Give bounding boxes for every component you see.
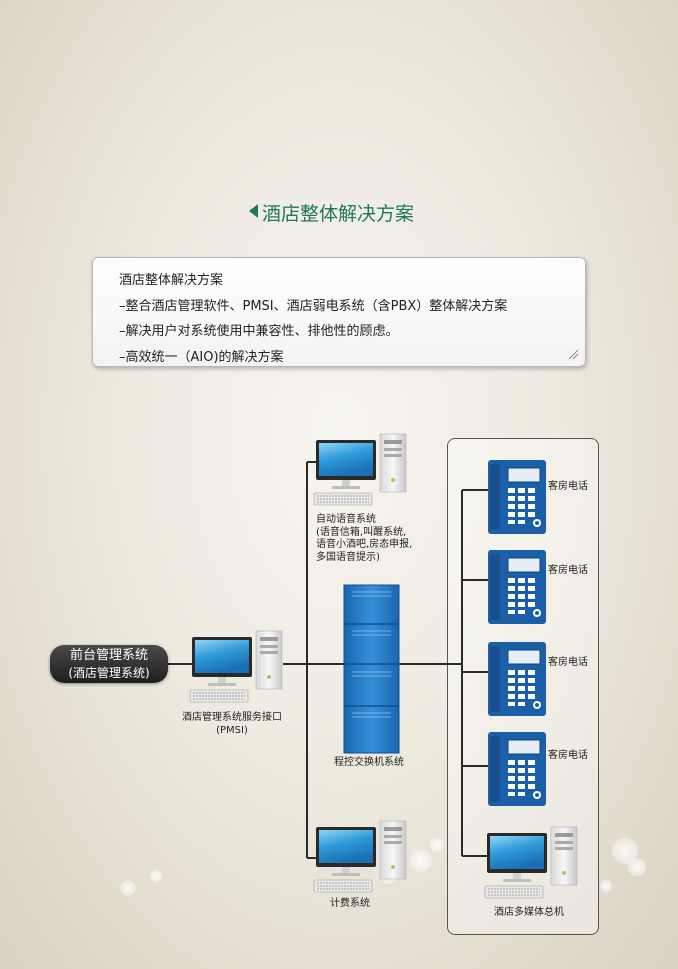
pmsi-computer-icon: [189, 630, 283, 703]
pbx-label: 程控交换机系统: [334, 757, 404, 768]
page-title: 酒店整体解决方案: [262, 203, 415, 225]
billing-label: 计费系统: [330, 898, 370, 909]
voice-system-line: (语音信箱,叫醒系统,: [316, 526, 407, 538]
title-arrow-icon: [249, 204, 258, 218]
bokeh-decoration: [150, 870, 162, 882]
bokeh-decoration: [628, 858, 646, 876]
multimedia-computer-icon: [484, 826, 578, 899]
front-desk-system: 前台管理系统 (酒店管理系统): [50, 645, 168, 683]
voice-system-line: 语音小酒吧,房态申报,: [316, 539, 413, 550]
description-line: –整合酒店管理软件、PMSI、酒店弱电系统（含PBX）整体解决方案: [119, 298, 508, 314]
room-phone-icon: [487, 731, 547, 807]
bokeh-decoration: [120, 880, 136, 896]
billing-computer-icon: [313, 820, 407, 893]
voice-system-label: 自动语音系统 (语音信箱,叫醒系统, 语音小酒吧,房态申报, 多国语音提示): [316, 514, 412, 564]
pbx-rack-icon: [343, 584, 400, 754]
pmsi-line: 酒店管理系统服务接口: [182, 712, 282, 723]
voice-system-computer-icon: [313, 433, 407, 506]
description-box: 酒店整体解决方案 –整合酒店管理软件、PMSI、酒店弱电系统（含PBX）整体解决…: [92, 257, 586, 367]
resize-grip-icon: [568, 349, 579, 360]
bokeh-decoration: [600, 880, 612, 892]
description-line: –高效统一（AIO)的解决方案: [119, 349, 284, 365]
room-phone-label: 客房电话: [548, 481, 588, 492]
front-desk-subtitle: (酒店管理系统): [68, 666, 150, 680]
bokeh-decoration: [410, 850, 432, 872]
room-phone-label: 客房电话: [548, 565, 588, 576]
room-phone-icon: [487, 459, 547, 535]
description-line: –解决用户对系统使用中兼容性、排他性的顾虑。: [119, 324, 399, 339]
pmsi-line: (PMSI): [216, 724, 248, 736]
room-phone-label: 客房电话: [548, 657, 588, 668]
room-phone-label: 客房电话: [548, 750, 588, 761]
room-phone-icon: [487, 549, 547, 625]
voice-system-line: 多国语音提示): [316, 551, 380, 563]
voice-system-line: 自动语音系统: [316, 514, 376, 525]
description-line: 酒店整体解决方案: [119, 273, 224, 288]
multimedia-label: 酒店多媒体总机: [494, 907, 564, 918]
pmsi-label: 酒店管理系统服务接口 (PMSI): [166, 712, 298, 737]
front-desk-title: 前台管理系统: [69, 648, 148, 663]
bokeh-decoration: [430, 838, 444, 852]
room-phone-icon: [487, 641, 547, 717]
